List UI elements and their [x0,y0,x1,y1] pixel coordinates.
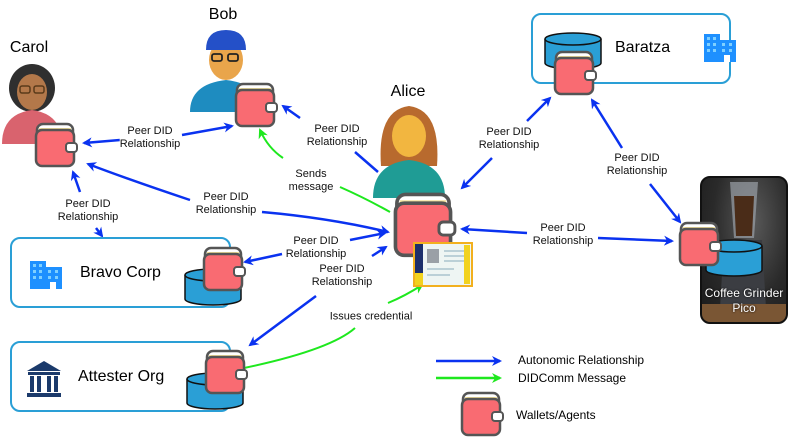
edge-baratza-grinder [590,98,682,224]
edge-carol-bravo [70,170,104,238]
edge-label-line: Peer DID [319,263,365,275]
edge-label-line: Relationship [606,165,668,177]
coffee-grinder-label-line1: Coffee Grinder [704,286,784,300]
edge-label-line: Relationship [306,136,368,148]
edge-label-line: Peer DID [540,222,586,234]
edge-label-line: Peer DID [293,235,339,247]
edge-label-line: message [288,181,334,193]
legend-autonomic-label: Autonomic Relationship [518,353,645,367]
edge-label-line: Relationship [532,235,594,247]
coffee-grinder-label: Coffee Grinder Pico [702,286,786,316]
edge-label-line: Issues credential [329,310,413,323]
alice-name: Alice [390,83,426,100]
org-bravo-corp-name: Bravo Corp [80,264,161,281]
edge-alice-bravo [243,229,387,266]
edge-label-line: Sends [295,168,327,180]
edge-label-line: Peer DID [127,125,173,137]
edge-label-line: Peer DID [486,126,532,138]
edge-label-line: Relationship [119,138,181,150]
coffee-grinder-label-line2: Pico [732,301,756,315]
edge-label-line: Peer DID [614,152,660,164]
org-attester-name: Attester Org [78,368,165,385]
edge-label-line: Relationship [478,139,540,151]
legend-wallets-label: Wallets/Agents [516,408,596,422]
edge-label-line: Relationship [195,204,257,216]
carol-name: Carol [9,39,49,56]
edge-alice-attester [248,245,388,347]
legend-didcomm-label: DIDComm Message [518,371,627,385]
edge-label-line: Relationship [57,211,119,223]
edge-carol-alice [86,162,390,235]
edge-label-line: Peer DID [65,198,111,210]
edge-alice-sends-bob [258,128,391,213]
edge-label-line: Relationship [311,276,373,288]
org-baratza-name: Baratza [615,39,671,56]
bob-name: Bob [208,6,238,23]
coffee-grinder-card[interactable]: Coffee Grinder Pico [700,176,788,324]
edge-label-line: Peer DID [203,191,249,203]
edge-label-line: Peer DID [314,123,360,135]
edge-attester-issues-credential [243,283,424,369]
edge-label-issues-credential: Issues credential [329,310,413,324]
edge-alice-grinder [460,224,674,246]
edge-label-line: Relationship [285,248,347,260]
edge-alice-baratza [460,96,552,190]
edge-carol-bob [82,122,234,148]
